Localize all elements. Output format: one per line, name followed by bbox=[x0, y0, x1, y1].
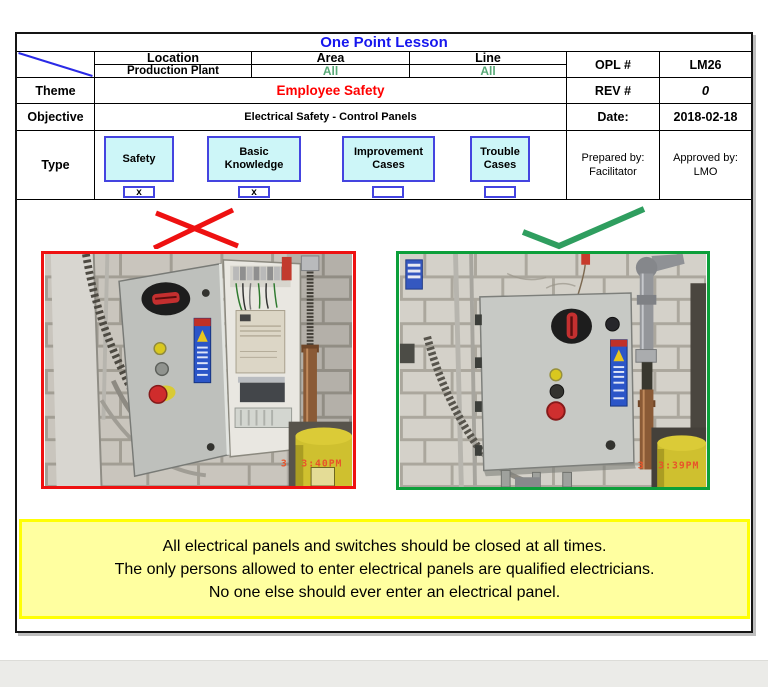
opl-number-value: LM26 bbox=[659, 52, 751, 77]
line-value: All bbox=[409, 65, 566, 77]
content-area: 3 3:40PM bbox=[17, 200, 751, 631]
approved-by-cell: Approved by: LMO bbox=[659, 131, 751, 199]
area-value: All bbox=[251, 65, 409, 77]
open-panel-photo-graphic: 3 3:40PM bbox=[44, 254, 353, 486]
type-box-trouble-cases: Trouble Cases bbox=[470, 136, 530, 182]
header-row: Location Area Line OPL # LM26 Production… bbox=[17, 52, 751, 78]
bottom-gray-band bbox=[0, 660, 768, 687]
theme-value: Employee Safety bbox=[94, 78, 566, 103]
location-header: Location bbox=[94, 52, 251, 65]
objective-value: Electrical Safety - Control Panels bbox=[94, 104, 566, 130]
type-box-basic-knowledge: Basic Knowledge bbox=[207, 136, 301, 182]
estop-button bbox=[546, 401, 566, 421]
prepared-by-label: Prepared by: bbox=[581, 152, 645, 164]
diagonal-cell bbox=[17, 52, 94, 77]
checkbox-improvement-cases[interactable] bbox=[372, 186, 404, 198]
checkbox-basic-knowledge[interactable]: x bbox=[238, 186, 270, 198]
approved-by-value: LMO bbox=[693, 166, 718, 178]
note-line-1: All electrical panels and switches shoul… bbox=[162, 537, 607, 555]
theme-row: Theme Employee Safety REV # 0 bbox=[17, 78, 751, 104]
photo-timestamp-bad: 3 3:40PM bbox=[281, 459, 343, 470]
type-label: Type bbox=[41, 158, 70, 172]
estop-button bbox=[148, 384, 168, 404]
rev-label: REV # bbox=[566, 78, 659, 103]
date-label: Date: bbox=[566, 104, 659, 130]
photo-timestamp-good: 3 3:39PM bbox=[638, 460, 700, 471]
type-options-cell: Safety x Basic Knowledge x Improvement C… bbox=[94, 131, 566, 199]
type-box-improvement-cases: Improvement Cases bbox=[342, 136, 435, 182]
page-title: One Point Lesson bbox=[320, 34, 448, 51]
location-value: Production Plant bbox=[94, 65, 251, 77]
note-line-2: The only persons allowed to enter electr… bbox=[114, 560, 655, 578]
checkbox-safety[interactable]: x bbox=[123, 186, 155, 198]
title-row: One Point Lesson bbox=[17, 34, 751, 52]
note-line-3: No one else should ever enter an electri… bbox=[208, 583, 561, 601]
photo-open-panel: 3 3:40PM bbox=[41, 251, 356, 489]
date-value: 2018-02-18 bbox=[659, 104, 751, 130]
indicator-light bbox=[549, 368, 563, 382]
theme-label: Theme bbox=[35, 83, 76, 98]
indicator-light bbox=[153, 341, 167, 356]
check-mark-icon bbox=[521, 206, 646, 250]
prepared-by-cell: Prepared by: Facilitator bbox=[566, 131, 659, 199]
photo-closed-panel: 3 3:39PM bbox=[396, 251, 710, 490]
closed-panel-photo-graphic: 3 3:39PM bbox=[399, 254, 707, 487]
danger-label bbox=[193, 317, 212, 384]
opl-number-label: OPL # bbox=[566, 52, 659, 77]
objective-row: Objective Electrical Safety - Control Pa… bbox=[17, 104, 751, 131]
danger-label bbox=[610, 339, 628, 407]
type-box-safety: Safety bbox=[104, 136, 174, 182]
cross-mark-icon bbox=[152, 207, 239, 249]
approved-by-label: Approved by: bbox=[673, 152, 738, 164]
objective-label: Objective bbox=[27, 110, 84, 124]
diagonal-line bbox=[17, 52, 94, 77]
rev-value: 0 bbox=[659, 78, 751, 103]
safety-note-box: All electrical panels and switches shoul… bbox=[19, 519, 750, 619]
panel-door bbox=[118, 262, 229, 478]
line-header: Line bbox=[409, 52, 566, 65]
document-sheet: One Point Lesson Location Area Line OPL … bbox=[15, 32, 753, 633]
type-row: Type Safety x Basic Knowledge x Improvem… bbox=[17, 131, 751, 200]
area-header: Area bbox=[251, 52, 409, 65]
panel-door bbox=[479, 292, 635, 472]
checkbox-trouble-cases[interactable] bbox=[484, 186, 516, 198]
prepared-by-value: Facilitator bbox=[589, 166, 637, 178]
